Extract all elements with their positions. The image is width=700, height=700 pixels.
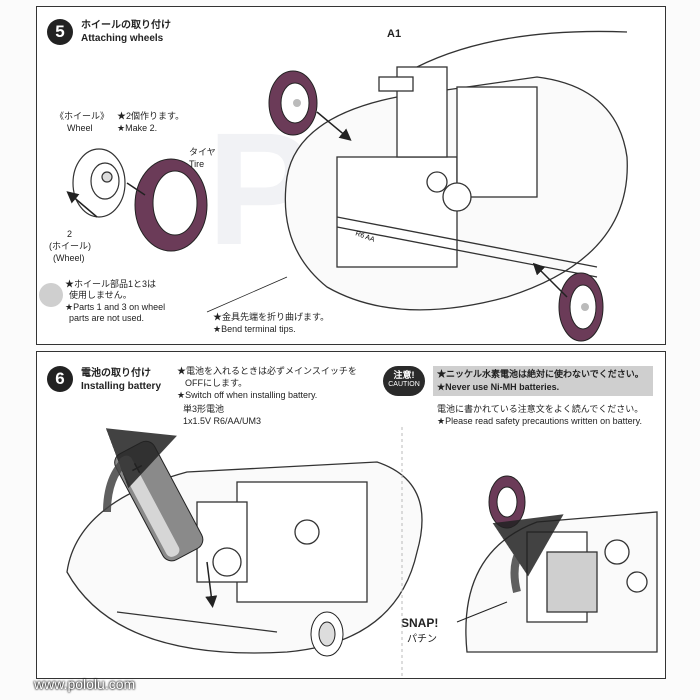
tire-jp: タイヤ [189,147,216,157]
battery-en: 1x1.5V R6/AA/UM3 [183,416,262,426]
tire-en: Tire [189,159,205,169]
step6-panel: 6 電池の取り付け Installing battery ★電池を入れるときは必… [36,351,666,679]
step5-illustration: R6 AA [39,30,628,342]
chassis-left-drawing [66,461,423,654]
switch-en: ★Switch off when installing battery. [177,390,318,400]
right-wheel-drawing [558,272,604,342]
switch-jp2: OFFにします。 [185,378,248,388]
unused-parts-marker [39,283,63,307]
step5-panel: P 5 ホイールの取り付け Attaching wheels 《ホイール》 Wh… [36,6,666,345]
make2-en: ★Make 2. [117,123,158,133]
caution-en: CAUTION [388,381,420,388]
step5-number: 5 [47,19,73,45]
part-label-a1: A1 [387,28,402,40]
wheel-hub-drawing [72,148,126,218]
wheel-label-en: Wheel [67,123,93,133]
snap-jp: パチン [407,634,437,645]
unused-en1: ★Parts 1 and 3 on wheel [65,302,166,312]
nimh-jp: ★ニッケル水素電池は絶対に使わないでください。 [437,369,644,379]
left-wheel-drawing [268,70,318,136]
nimh-en: ★Never use Ni-MH batteries. [437,382,560,392]
caution-badge: 注意! CAUTION [383,366,425,396]
make2-jp: ★2個作ります。 [117,111,185,121]
step6-illustration: + [66,427,658,678]
wheel-left-drawing [310,611,344,657]
step5-title-jp: ホイールの取り付け [81,20,171,31]
bend-en: ★Bend terminal tips. [213,324,296,334]
unused-jp1: ★ホイール部品1と3は [65,279,157,289]
wheel-right-drawing [488,475,526,529]
wheel2-en: (Wheel) [53,253,85,263]
switch-jp1: ★電池を入れるときは必ずメインスイッチを [177,366,357,376]
caution-box [433,366,653,396]
chassis-drawing [284,30,628,311]
caution-jp: 注意! [393,370,415,380]
safety-en: ★Please read safety precautions written … [437,416,643,426]
unused-jp2: 使用しません。 [69,290,132,300]
battery-jp: 単3形電池 [183,404,225,414]
wheel-label-jp: 《ホイール》 [55,111,110,121]
step6-title-en: Installing battery [81,381,162,392]
tire-drawing [134,158,208,252]
footer-url: www.pololu.com [34,676,136,692]
wheel2-num: 2 [67,229,73,239]
unused-en2: parts are not used. [69,313,145,323]
step6-number: 6 [47,366,73,392]
step5-title-en: Attaching wheels [81,33,164,44]
step6-title-jp: 電池の取り付け [81,368,151,379]
safety-jp: 電池に書かれている注意文をよく読んでください。 [437,404,644,414]
snap-en: SNAP! [401,616,439,630]
chassis-right-drawing [465,511,658,653]
wheel2-jp: (ホイール) [49,241,91,251]
bend-jp: ★金具先端を折り曲げます。 [213,312,330,322]
